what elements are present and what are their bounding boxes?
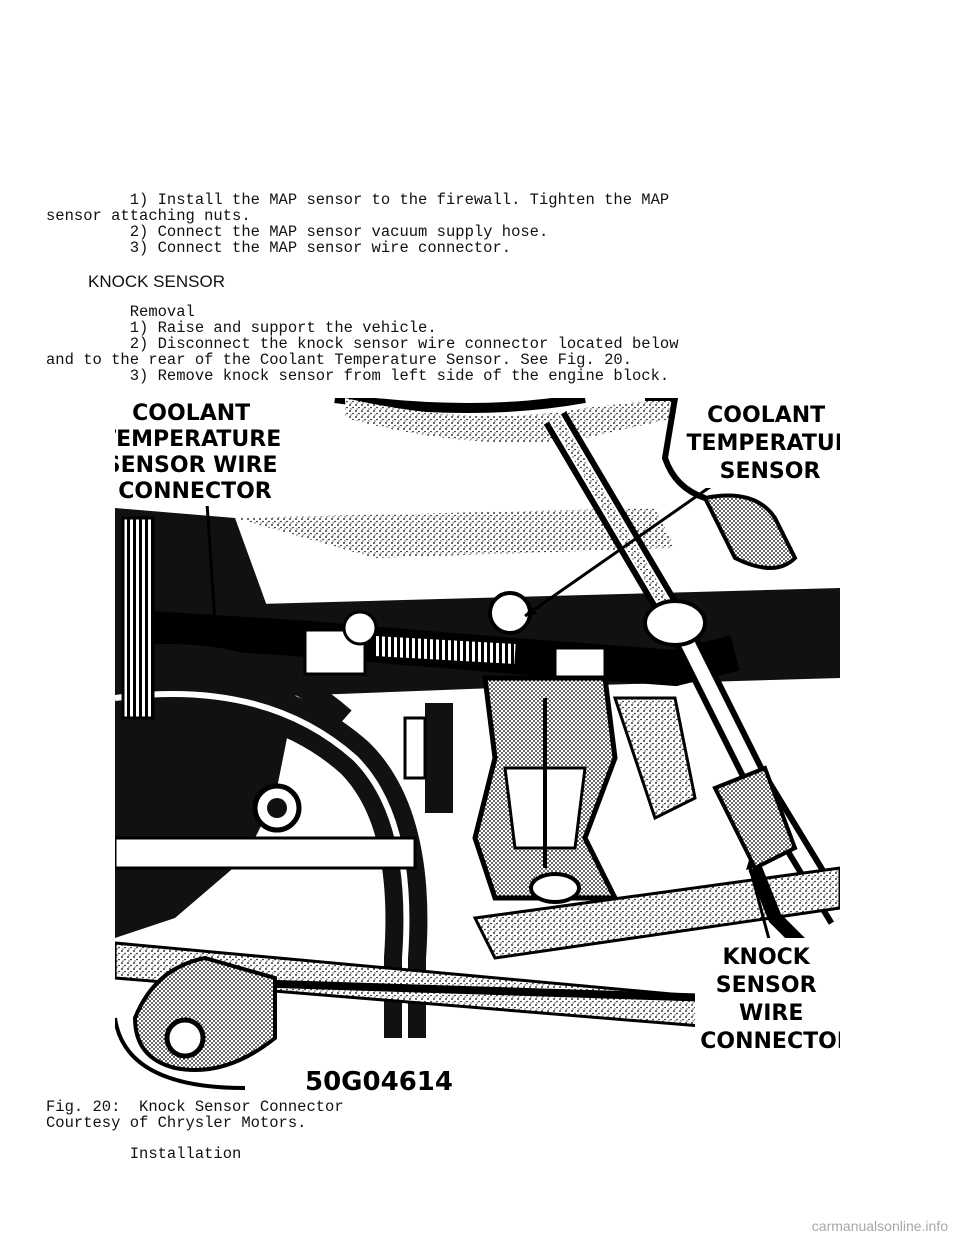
label-coolant-temperature-sensor: COOLANT TEMPERATURI SENSOR: [686, 403, 840, 484]
knock-sensor-wire-connector: [712, 765, 798, 871]
site-watermark: carmanualsonline.info: [811, 1218, 948, 1234]
removal-step-2b: and to the rear of the Coolant Temperatu…: [46, 351, 632, 369]
map-install-line-4: 3) Connect the MAP sensor wire connector…: [46, 239, 512, 257]
coolant-temperature-sensor: [702, 493, 798, 570]
map-install-line-2: sensor attaching nuts.: [46, 207, 251, 225]
leader-line-ctswc: [205, 502, 217, 624]
figure-credit: Courtesy of Chrysler Motors.: [46, 1114, 307, 1132]
label-knock-sensor-wire-connector: KNOCK SENSOR WIRE CONNECTOR: [700, 945, 840, 1054]
section-heading-knock-sensor: KNOCK SENSOR: [88, 272, 225, 291]
map-install-line-3: 2) Connect the MAP sensor vacuum supply …: [46, 223, 549, 241]
upper-hose: [334, 398, 586, 413]
left-ribbed-hose: [121, 516, 155, 720]
map-install-line-1: 1) Install the MAP sensor to the firewal…: [46, 191, 670, 209]
removal-subheading: Removal: [46, 303, 195, 321]
removal-step-2a: 2) Disconnect the knock sensor wire conn…: [46, 335, 679, 353]
knock-sensor-connector-figure: COOLANT TEMPERATURE SENSOR WIRE CONNECTO…: [115, 398, 840, 1098]
figure-code: 50G04614: [305, 1067, 453, 1097]
installation-subheading: Installation: [46, 1145, 242, 1163]
leader-line-kswc: [748, 867, 772, 944]
label-coolant-temperature-sensor-wire-connector: COOLANT TEMPERATURE SENSOR WIRE CONNECTO…: [115, 401, 289, 504]
figure-caption: Fig. 20: Knock Sensor Connector: [46, 1098, 344, 1116]
removal-step-1: 1) Raise and support the vehicle.: [46, 319, 437, 337]
removal-step-3: 3) Remove knock sensor from left side of…: [46, 367, 670, 385]
lower-rod: [244, 979, 716, 1002]
